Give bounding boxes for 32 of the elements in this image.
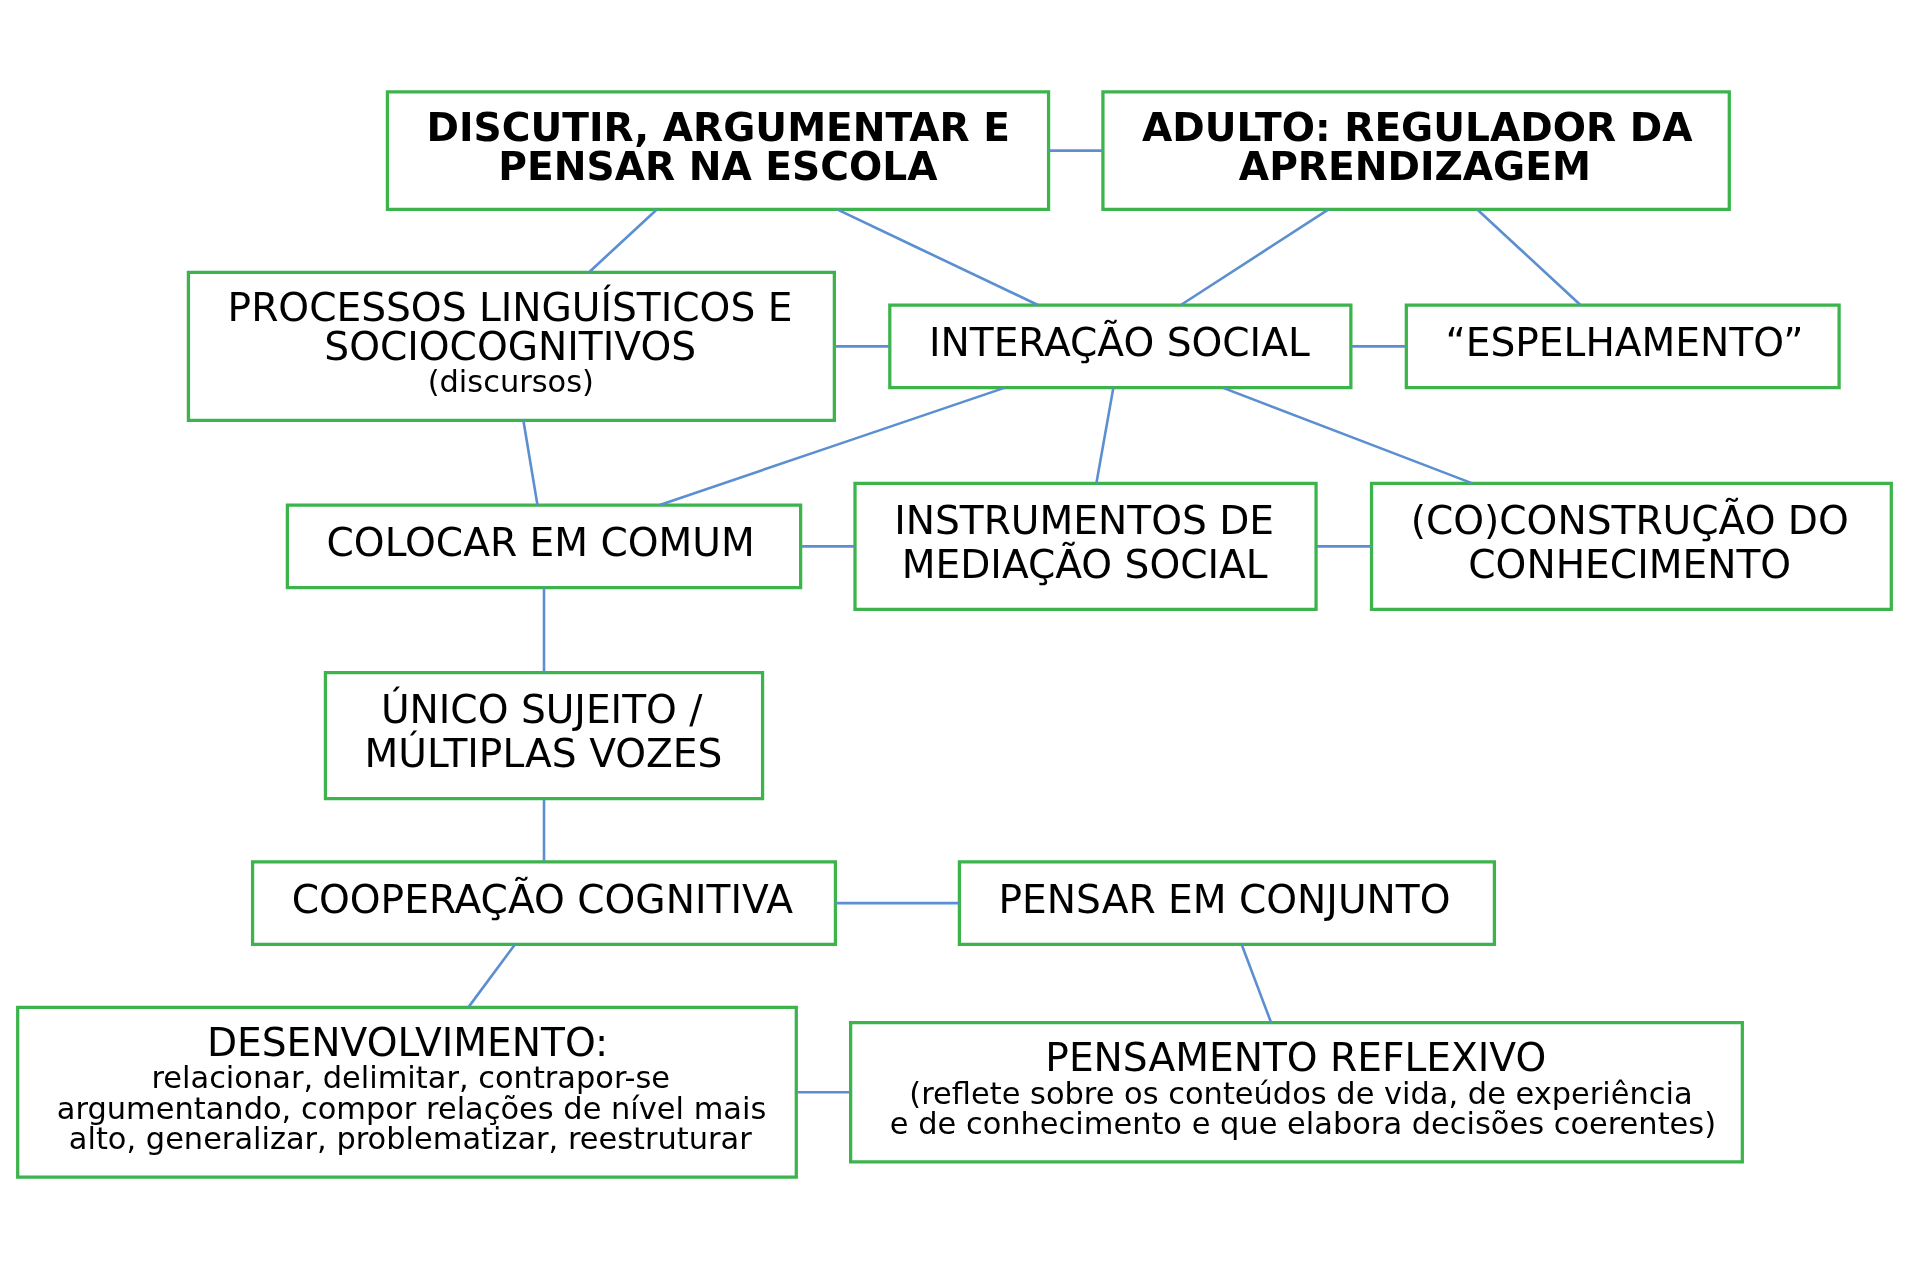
- connector: [1476, 208, 1581, 306]
- node-box: PENSAMENTO REFLEXIVO (reflete sobre os conteúdos de vida, de experiência e de conhecimento e que elabora decisões coerentes): [848, 1020, 1744, 1164]
- node-box: ÚNICO SUJEITO / MÚLTIPLAS VOZES: [323, 670, 764, 800]
- connector: [521, 419, 539, 505]
- node-box: PROCESSOS LINGUÍSTICOS E SOCIOCOGNITIVOS (discursos): [186, 270, 836, 422]
- connector: [800, 544, 855, 548]
- node-box: (CO)CONSTRUÇÃO DO CONHECIMENTO: [1369, 481, 1893, 611]
- connector: [1239, 943, 1272, 1023]
- connector: [1222, 386, 1473, 485]
- connector: [834, 344, 889, 348]
- connector: [658, 386, 1005, 506]
- connector: [1350, 344, 1406, 348]
- node-box: INTERAÇÃO SOCIAL: [887, 302, 1352, 389]
- node-box: “ESPELHAMENTO”: [1404, 302, 1841, 389]
- node-box: COLOCAR EM COMUM: [285, 502, 802, 589]
- connector: [542, 798, 545, 861]
- connector: [467, 943, 516, 1008]
- connector: [587, 208, 657, 273]
- node-box: INSTRUMENTOS DE MEDIAÇÃO SOCIAL: [852, 481, 1318, 611]
- node-box: PENSAR EM CONJUNTO: [957, 859, 1496, 946]
- connector: [1048, 148, 1102, 152]
- node-box: DESENVOLVIMENTO: relacionar, delimitar, contrapor-se argumentando, compor relações de nível mais alto, generalizar, problematizar, reestruturar: [15, 1005, 798, 1179]
- connector: [834, 901, 959, 904]
- connector: [836, 207, 1038, 306]
- connector: [796, 1090, 850, 1094]
- connector: [1316, 544, 1371, 548]
- node-box: COOPERAÇÃO COGNITIVA: [250, 859, 837, 946]
- connector: [1094, 387, 1115, 483]
- connector: [542, 587, 545, 672]
- node-box: DISCUTIR, ARGUMENTAR E PENSAR NA ESCOLA: [385, 89, 1050, 211]
- node-box: ADULTO: REGULADOR DA APRENDIZAGEM: [1100, 89, 1731, 211]
- connector: [1180, 208, 1329, 306]
